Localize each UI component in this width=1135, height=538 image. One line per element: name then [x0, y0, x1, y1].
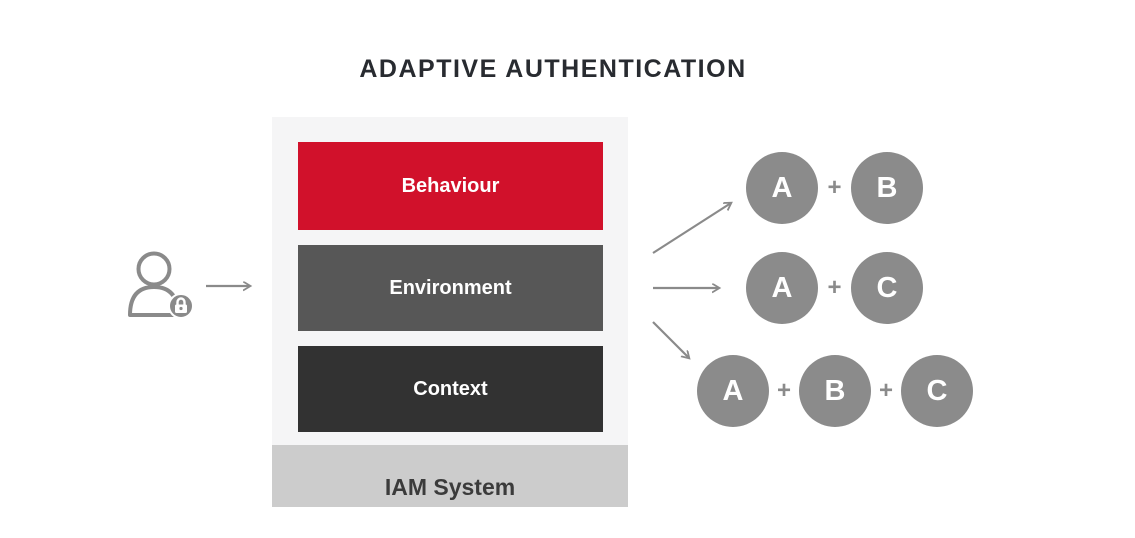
layer-environment: Environment — [298, 245, 603, 331]
layer-environment-label: Environment — [389, 276, 512, 299]
layer-context: Context — [298, 346, 603, 432]
factor-label: C — [926, 374, 948, 407]
layer-context-label: Context — [413, 377, 488, 400]
factor-circle-a: A — [746, 152, 818, 224]
factor-label: C — [876, 271, 898, 304]
factor-label: A — [722, 374, 744, 407]
user-lock-icon — [128, 251, 194, 319]
iam-system-band: IAM System — [272, 445, 628, 507]
combination-row-abc: A + B + C — [697, 355, 973, 427]
factor-circle-c: C — [851, 252, 923, 324]
layer-behaviour: Behaviour — [298, 142, 603, 230]
arrow-down-right-icon — [652, 321, 689, 358]
layer-behaviour-label: Behaviour — [401, 174, 500, 197]
combination-row-ac: A + C — [746, 252, 923, 324]
factor-circle-b: B — [851, 152, 923, 224]
plus-sign: + — [878, 377, 893, 404]
iam-system-label: IAM System — [384, 474, 516, 500]
factor-circle-b: B — [799, 355, 871, 427]
page-title: ADAPTIVE AUTHENTICATION — [359, 55, 747, 83]
factor-circle-c: C — [901, 355, 973, 427]
factor-label: B — [876, 171, 898, 204]
plus-sign: + — [827, 274, 842, 301]
factor-label: A — [771, 171, 793, 204]
factor-circle-a: A — [746, 252, 818, 324]
arrow-up-right-icon — [652, 203, 731, 254]
combination-row-ab: A + B — [746, 152, 923, 224]
factor-circle-a: A — [697, 355, 769, 427]
authentication-stack-panel: Behaviour Environment Context IAM System — [272, 117, 628, 507]
factor-label: A — [771, 271, 793, 304]
factor-label: B — [824, 374, 846, 407]
plus-sign: + — [827, 174, 842, 201]
plus-sign: + — [776, 377, 791, 404]
